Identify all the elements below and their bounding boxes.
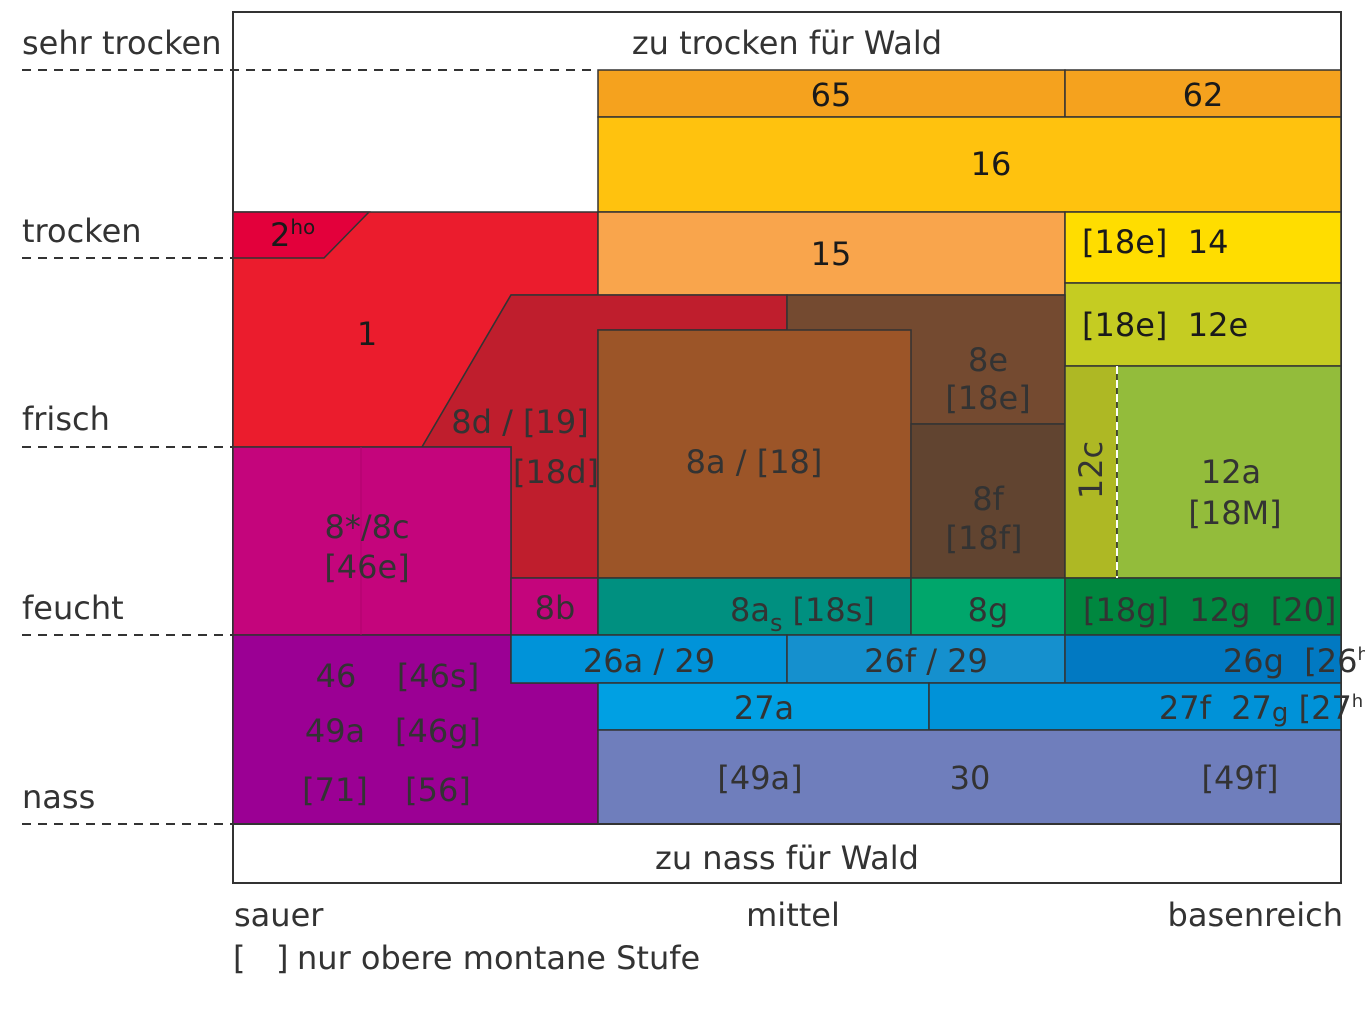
- unit-16-area: [597, 116, 1342, 213]
- unit-49a-b-label: [49a]: [717, 759, 802, 797]
- unit-8b-label: 8b: [535, 589, 576, 627]
- unit-8as-rest: [18s]: [792, 591, 874, 629]
- unit-27a-area: [597, 682, 930, 731]
- label-sauer: sauer: [234, 896, 324, 934]
- unit-8e-label-1: 8e: [968, 341, 1008, 379]
- unit-30-label: 30: [950, 759, 991, 797]
- unit-16-label: 16: [971, 145, 1012, 183]
- unit-8a-area: [597, 329, 912, 579]
- unit-46g-label: [46g]: [395, 712, 481, 750]
- legend-note: nur obere montane Stufe: [297, 939, 700, 977]
- unit-2ho-area: [232, 211, 371, 259]
- unit-8as-base: 8a: [730, 591, 770, 629]
- unit-26g-sup: h: [1357, 644, 1365, 665]
- label-nass: nass: [22, 778, 95, 816]
- unit-8g-area: [910, 577, 1066, 636]
- unit-56-label: [56]: [405, 771, 471, 809]
- unit-8as-area: [597, 577, 912, 636]
- unit-27f-sup: h: [1352, 691, 1363, 712]
- unit-46s-label: [46s]: [397, 657, 479, 695]
- unit-12e-label: [18e] 12e: [1082, 306, 1248, 344]
- unit-2ho-label: 2ho: [270, 215, 315, 254]
- unit-14-label: [18e] 14: [1082, 223, 1228, 261]
- unit-8d-label: 8d / [19]: [451, 403, 588, 441]
- unit-27f-mid: [27: [1288, 689, 1351, 727]
- unit-65-label: 65: [811, 76, 852, 114]
- legend-bracket: [ ]: [233, 939, 288, 977]
- unit-8as-sub: s: [770, 609, 783, 637]
- unit-8c-area: [232, 446, 512, 636]
- label-trocken: trocken: [22, 212, 142, 250]
- unit-8f-label-2: [18f]: [946, 519, 1023, 557]
- unit-12a-label-1: 12a: [1201, 453, 1261, 491]
- unit-71-label: [71]: [302, 771, 368, 809]
- unit-26g-label: 26g [26h]: [1172, 642, 1365, 680]
- unit-27f-base: 27f 27: [1159, 689, 1272, 727]
- unit-18d-label: [18d]: [513, 453, 599, 491]
- label-frisch: frisch: [22, 400, 110, 438]
- moisture-guidelines: [22, 69, 598, 825]
- unit-30-area: [597, 729, 1342, 825]
- unit-14-area: [1064, 211, 1342, 284]
- unit-8c-label-2: [46e]: [324, 548, 409, 586]
- label-mittel: mittel: [746, 896, 840, 934]
- unit-8e-label-2: [18e]: [945, 379, 1030, 417]
- unit-2ho-base: 2: [270, 216, 290, 254]
- unit-26g-area: [1064, 634, 1342, 684]
- unit-15-label: 15: [811, 235, 852, 273]
- unit-27f-sub: g: [1272, 698, 1289, 728]
- unit-8f-label-1: 8f: [972, 480, 1004, 518]
- unit-62-area: [1064, 69, 1342, 118]
- label-sehr-trocken: sehr trocken: [22, 24, 222, 62]
- unit-areas: [232, 69, 1342, 825]
- unit-62-label: 62: [1183, 76, 1224, 114]
- zone-too-dry: zu trocken für Wald: [632, 24, 942, 62]
- unit-46-label: 46: [316, 657, 357, 695]
- unit-49a-label: 49a: [305, 712, 365, 750]
- unit-8c-label-1: 8*/8c: [324, 508, 409, 546]
- unit-8as-label: 8as [18s]: [730, 591, 875, 637]
- unit-1-label: 1: [357, 315, 377, 353]
- unit-26a-label: 26a / 29: [583, 642, 715, 680]
- unit-27f-label: 27f 27g [27h]: [1108, 689, 1365, 728]
- unit-12g-area: [1064, 577, 1342, 636]
- unit-12a-area: [1116, 365, 1342, 579]
- unit-12g-label: [18g] 12g [20]: [1083, 591, 1336, 629]
- unit-12c-area: [1064, 365, 1118, 579]
- unit-27f-area: [928, 682, 1342, 731]
- unit-12c-label: 12c: [1072, 441, 1110, 499]
- unit-8g-label: 8g: [968, 591, 1009, 629]
- unit-49f-label: [49f]: [1202, 759, 1279, 797]
- unit-26f-label: 26f / 29: [864, 642, 988, 680]
- unit-26f-area: [786, 634, 1066, 684]
- label-basenreich: basenreich: [1168, 896, 1343, 934]
- unit-12a-label-2: [18M]: [1188, 494, 1281, 532]
- unit-2ho-sup: ho: [290, 215, 315, 239]
- unit-26g-base: 26g [26: [1223, 642, 1358, 680]
- unit-27a-label: 27a: [734, 689, 794, 727]
- unit-27f-end: ]: [1363, 689, 1365, 727]
- unit-8f-area: [910, 423, 1066, 579]
- label-feucht: feucht: [22, 589, 124, 627]
- unit-8a-label: 8a / [18]: [686, 443, 823, 481]
- zone-too-wet: zu nass für Wald: [655, 839, 919, 877]
